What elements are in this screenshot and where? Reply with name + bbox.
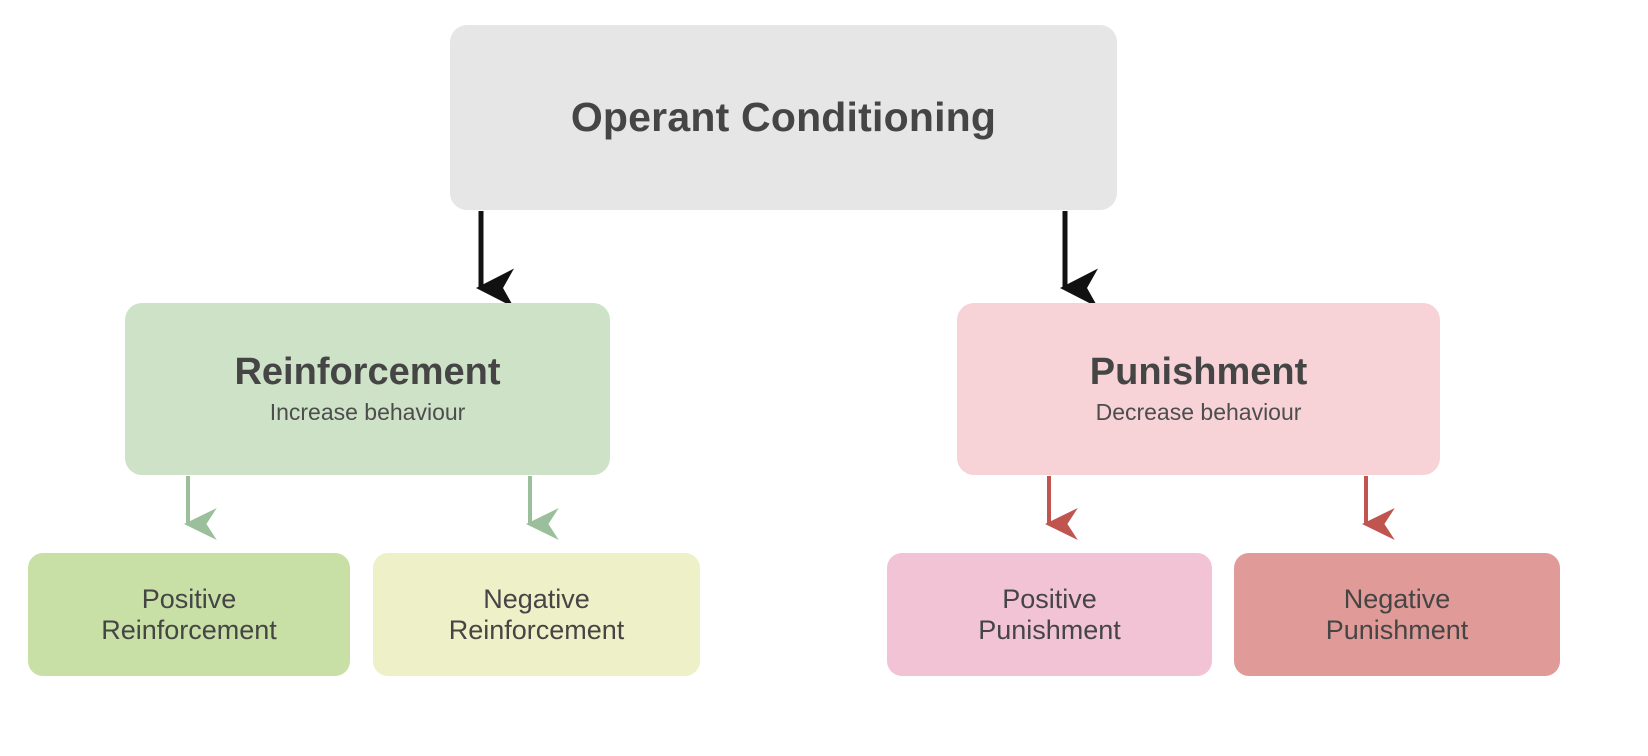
node-title: Punishment [1089, 350, 1308, 393]
node-title-line2: Punishment [1325, 614, 1469, 645]
node-title-line1: Negative [483, 584, 590, 615]
node-title-line1: Negative [1343, 584, 1451, 615]
node-reinforcement[interactable]: Reinforcement Increase behaviour [125, 303, 610, 475]
node-operant-conditioning[interactable]: Operant Conditioning [450, 25, 1117, 210]
node-title: Reinforcement [234, 350, 501, 393]
node-negative-punishment[interactable]: Negative Punishment [1234, 553, 1560, 676]
node-negative-reinforcement[interactable]: Negative Reinforcement [373, 553, 700, 676]
node-subtitle: Decrease behaviour [1095, 399, 1302, 426]
node-title-line2: Punishment [978, 614, 1121, 645]
node-positive-reinforcement[interactable]: Positive Reinforcement [28, 553, 350, 676]
node-title: Operant Conditioning [570, 93, 997, 140]
node-punishment[interactable]: Punishment Decrease behaviour [957, 303, 1440, 475]
node-title-line1: Positive [1002, 584, 1097, 615]
node-positive-punishment[interactable]: Positive Punishment [887, 553, 1212, 676]
node-title-line1: Positive [141, 584, 237, 615]
node-subtitle: Increase behaviour [269, 399, 466, 426]
node-title-line2: Reinforcement [448, 614, 625, 645]
node-title-line2: Reinforcement [101, 614, 277, 645]
